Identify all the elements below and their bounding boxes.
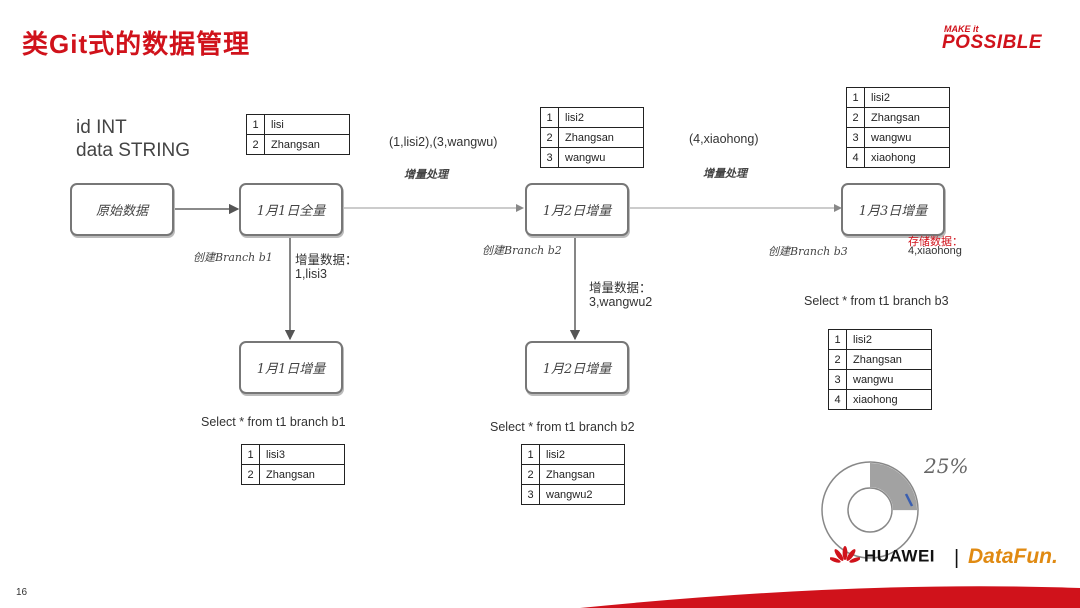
row-id-cell: 1 [241,444,260,465]
node-jan1-branch-incremental: 1月1日增量 [239,341,343,394]
schema-line-id: id INT [76,117,127,138]
row-data-cell: xiaohong [846,389,932,410]
bottom-accent-swoosh [580,586,1080,608]
row-data-cell: Zhangsan [539,464,625,485]
schema-line-data: data STRING [76,140,191,161]
row-id-cell: 2 [246,134,265,155]
row-data-cell: xiaohong [864,147,950,168]
row-data-cell: wangwu2 [539,484,625,505]
node-jan3-incremental: 1月3日增量 [841,183,945,236]
b1-incremental-label: 增量数据： 1,lisi3 [295,253,358,281]
row-data-cell: wangwu [864,127,950,148]
huawei-wordmark: HUAWEI [864,546,935,566]
datafun-logo: DataFun. [968,545,1058,568]
query-branch-b2: Select * from t1 branch b2 [490,420,635,434]
row-data-cell: lisi2 [558,107,644,128]
row-id-cell: 2 [828,349,847,370]
brand-line2: POSSIBLE [942,32,1043,53]
row-data-cell: lisi [264,114,350,135]
huawei-petal-icon [830,546,860,563]
brand-line1: MAKE it [944,24,979,34]
progress-ring-icon [821,461,919,559]
row-id-cell: 1 [521,444,540,465]
huawei-logo: HUAWEI [830,546,935,568]
row-id-cell: 3 [846,127,865,148]
row-id-cell: 1 [828,329,847,350]
row-data-cell: Zhangsan [264,134,350,155]
row-data-cell: lisi3 [259,444,345,465]
node-jan2-branch-incremental: 1月2日增量 [525,341,629,394]
page-number: 16 [16,587,28,598]
b3-store-value: 4,xiaohong [908,245,962,257]
create-branch-b1-label: 创建Branch b1 [193,251,273,264]
row-id-cell: 3 [540,147,559,168]
row-data-cell: lisi2 [864,87,950,108]
row-data-cell: wangwu [558,147,644,168]
b2-incremental-label: 增量数据： 3,wangwu2 [589,281,653,309]
row-id-cell: 3 [521,484,540,505]
make-it-possible-logo: MAKE it POSSIBLE [942,24,1054,56]
footer-separator: | [954,547,960,569]
row-data-cell: wangwu [846,369,932,390]
row-data-cell: Zhangsan [846,349,932,370]
inc1-process-label: 增量处理 [404,168,448,181]
page-title: 类Git式的数据管理 [22,29,251,59]
row-data-cell: lisi2 [846,329,932,350]
inc2-data-label: (4,xiaohong) [689,132,759,146]
row-id-cell: 1 [846,87,865,108]
node-jan2-incremental: 1月2日增量 [525,183,629,236]
inc2-process-label: 增量处理 [703,167,747,180]
row-data-cell: Zhangsan [558,127,644,148]
query-branch-b3: Select * from t1 branch b3 [804,294,949,308]
row-id-cell: 3 [828,369,847,390]
node-raw-data: 原始数据 [70,183,174,236]
b3-store-label: 存储数据： [908,236,963,248]
row-id-cell: 2 [521,464,540,485]
row-id-cell: 2 [241,464,260,485]
node-jan1-full: 1月1日全量 [239,183,343,236]
row-data-cell: Zhangsan [864,107,950,128]
create-branch-b3-label: 创建Branch b3 [768,245,848,258]
schema-definition: id INT data STRING [76,116,190,162]
create-branch-b2-label: 创建Branch b2 [482,244,562,257]
progress-label: 25% [924,454,969,478]
row-id-cell: 1 [246,114,265,135]
query-branch-b1: Select * from t1 branch b1 [201,415,346,429]
row-id-cell: 1 [540,107,559,128]
row-id-cell: 2 [540,127,559,148]
row-data-cell: lisi2 [539,444,625,465]
inc1-data-label: (1,lisi2),(3,wangwu) [389,135,498,149]
row-id-cell: 2 [846,107,865,128]
row-id-cell: 4 [828,389,847,410]
row-data-cell: Zhangsan [259,464,345,485]
row-id-cell: 4 [846,147,865,168]
